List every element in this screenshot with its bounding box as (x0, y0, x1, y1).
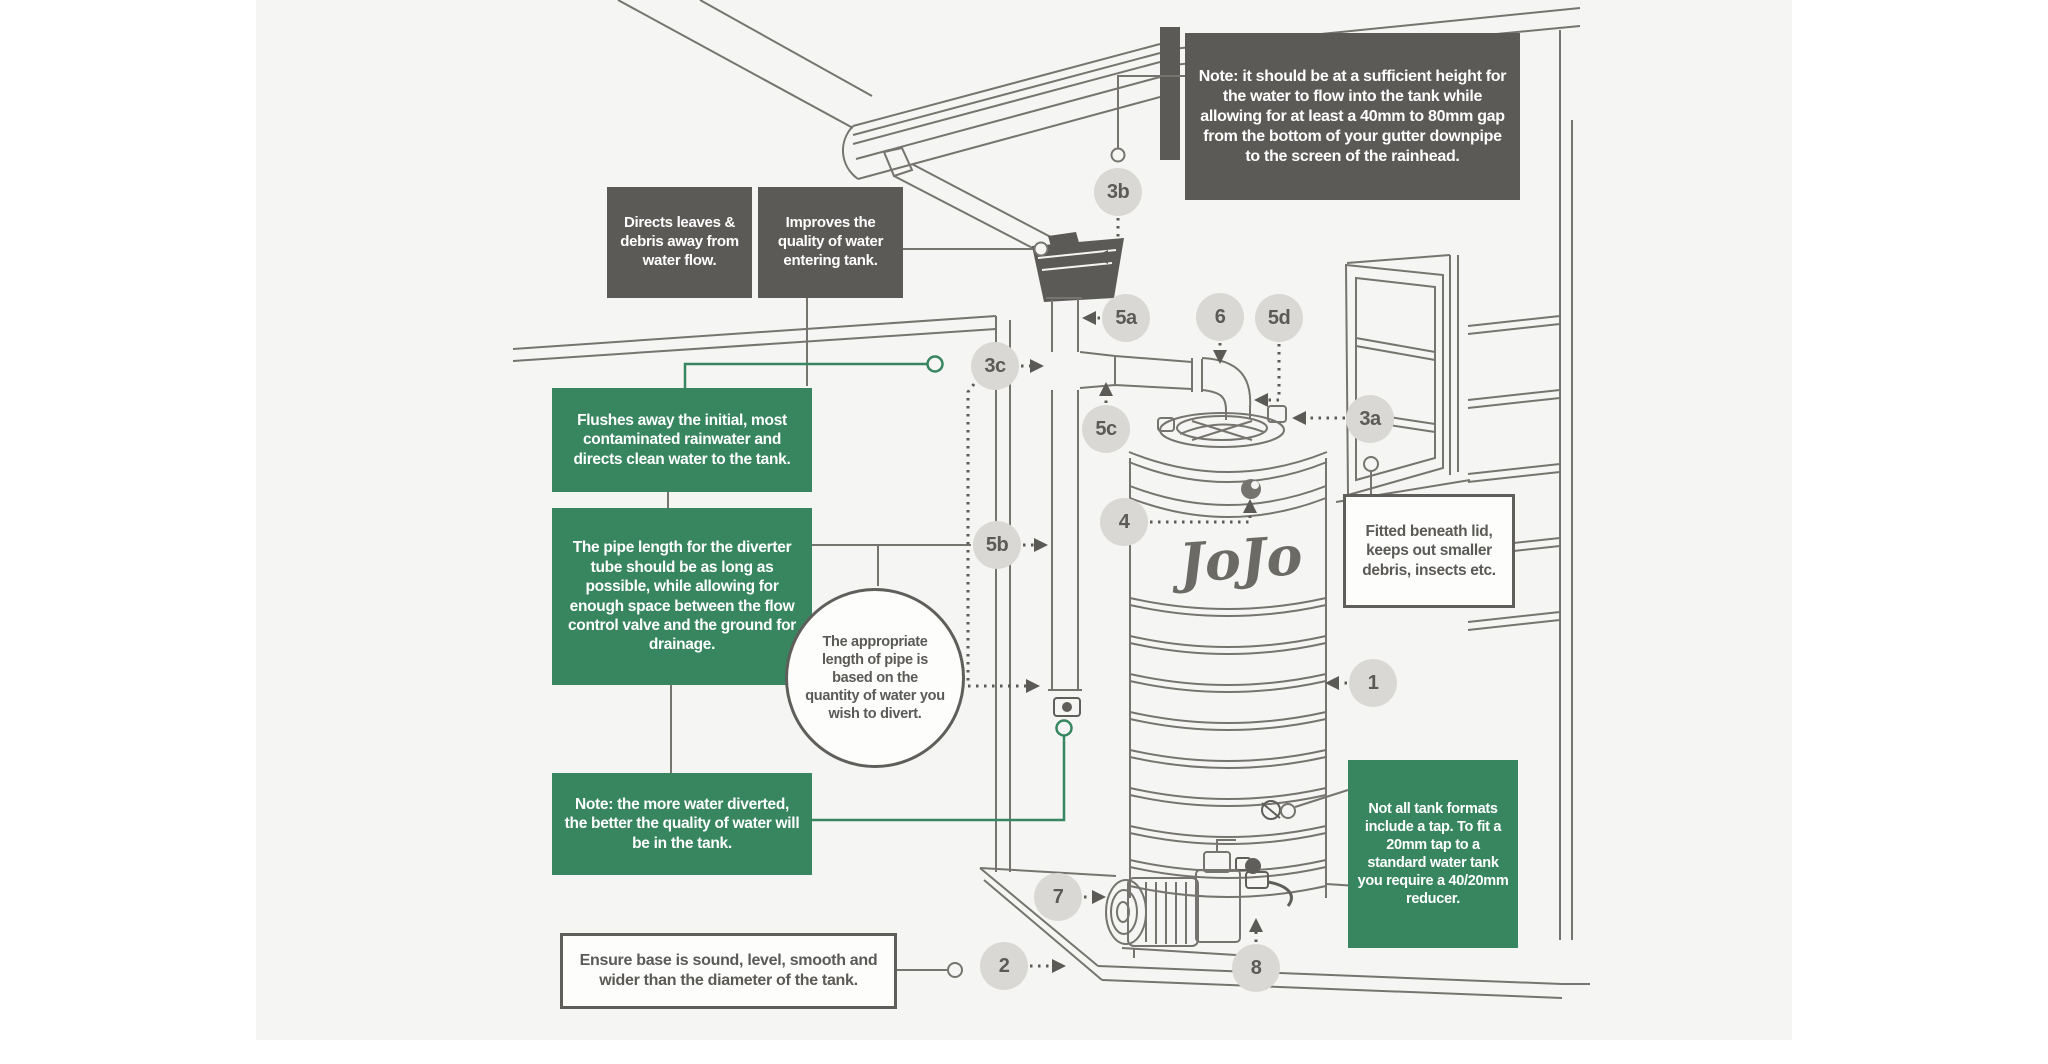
window (1335, 254, 1471, 503)
jojo-logo: JoJo (1168, 523, 1304, 596)
marker-2: 2 (980, 942, 1028, 990)
marker-5b: 5b (973, 521, 1021, 569)
callout-rainhead-note: Note: it should be at a sufficient heigh… (1185, 33, 1520, 200)
callout-flushes-away-text: Flushes away the initial, most contamina… (573, 411, 791, 468)
callout-improves-quality: Improves the quality of water entering t… (758, 187, 903, 298)
callout-ensure-base-text: Ensure base is sound, level, smooth and … (579, 952, 878, 989)
callout-pipe-length: The pipe length for the diverter tube sh… (552, 508, 812, 685)
callout-pipe-length-text: The pipe length for the diverter tube sh… (567, 539, 797, 654)
illustration-background (256, 0, 1792, 1040)
callout-flushes-away: Flushes away the initial, most contamina… (552, 388, 812, 492)
wall-corner (1160, 27, 1180, 160)
callout-directs-leaves: Directs leaves & debris away from water … (607, 187, 752, 298)
marker-7: 7 (1034, 873, 1082, 921)
callout-ensure-base: Ensure base is sound, level, smooth and … (560, 933, 897, 1009)
marker-5d: 5d (1255, 294, 1303, 342)
marker-1: 1 (1349, 659, 1397, 707)
marker-3a: 3a (1346, 395, 1394, 443)
marker-3c: 3c (971, 342, 1019, 390)
outlet-tap (1235, 857, 1293, 907)
callout-directs-leaves-text: Directs leaves & debris away from water … (620, 214, 739, 269)
water-tank (1128, 405, 1328, 898)
pump (1105, 839, 1253, 960)
callout-more-diverted-text: Note: the more water diverted, the bette… (564, 795, 800, 852)
callout-improves-quality-text: Improves the quality of water entering t… (777, 214, 884, 269)
marker-5a: 5a (1102, 294, 1150, 342)
callout-fitted-lid: Fitted beneath lid, keeps out smaller de… (1343, 494, 1515, 608)
callout-appropriate-length-text: The appropriate length of pipe is based … (805, 633, 945, 723)
callout-fitted-lid-text: Fitted beneath lid, keeps out smaller de… (1362, 522, 1496, 579)
leader-lines (667, 75, 1379, 978)
marker-4: 4 (1100, 498, 1148, 546)
downpipe-diverter (1046, 297, 1252, 691)
green-leader-lines (683, 355, 1073, 822)
callout-rainhead-note-text: Note: it should be at a sufficient heigh… (1198, 67, 1507, 165)
arrowheads (1026, 250, 1339, 973)
rainhead (1032, 232, 1124, 302)
tank-tap-fitting (1261, 800, 1281, 820)
callout-appropriate-length: The appropriate length of pipe is based … (785, 588, 965, 768)
marker-6: 6 (1196, 293, 1244, 341)
overflow-fitting (1241, 479, 1261, 499)
marker-8: 8 (1232, 944, 1280, 992)
marker-5c: 5c (1082, 405, 1130, 453)
callout-tap-reducer: Not all tank formats include a tap. To f… (1348, 760, 1518, 948)
marker-3b: 3b (1094, 168, 1142, 216)
callout-tap-reducer-text: Not all tank formats include a tap. To f… (1357, 800, 1509, 908)
flow-control-valve (1053, 697, 1081, 717)
callout-more-diverted: Note: the more water diverted, the bette… (552, 773, 812, 875)
